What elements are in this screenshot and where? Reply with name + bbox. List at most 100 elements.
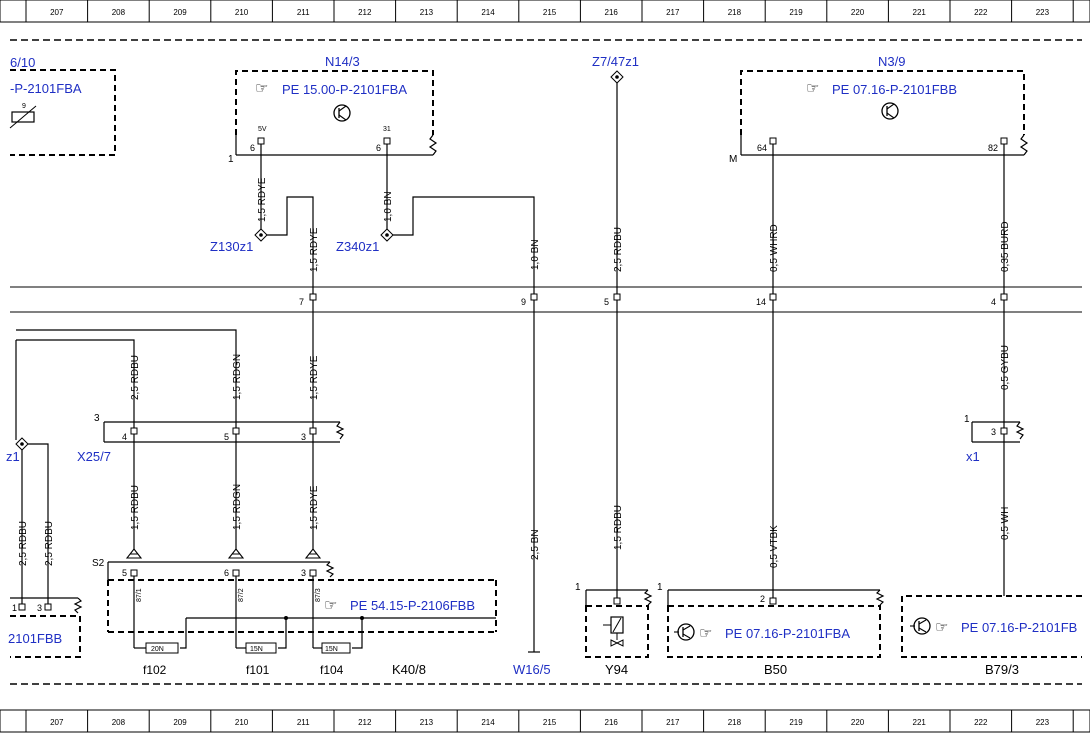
pointing-hand-icon: ☞ <box>806 80 819 97</box>
b50-ref: PE 07.16-P-2101FBA <box>725 626 850 641</box>
n14-3-name: N14/3 <box>325 54 360 69</box>
ruler-label: 207 <box>50 718 64 727</box>
fuse-icon: 15N <box>321 642 351 654</box>
ruler-label: 214 <box>481 718 495 727</box>
svg-text:1: 1 <box>12 603 17 613</box>
left-partial-name: 6/10 <box>10 55 35 70</box>
ruler-label: 217 <box>666 8 680 17</box>
ruler-label: 218 <box>728 8 742 17</box>
component-left-bottom[interactable]: 1 3 2101FBB <box>8 597 83 658</box>
connector-pins: 7 9 5 14 4 <box>299 293 1008 307</box>
svg-text:2,5 RDBU: 2,5 RDBU <box>18 521 29 566</box>
splice-z1-left[interactable]: z1 <box>6 437 29 464</box>
svg-text:1,0 BN: 1,0 BN <box>383 191 394 222</box>
ruler-label: 223 <box>1036 8 1050 17</box>
fuse-icon: 15N <box>245 642 277 654</box>
svg-text:1: 1 <box>657 582 663 593</box>
left-bottom-ref: 2101FBB <box>8 631 62 646</box>
wire-z130-down <box>267 196 314 296</box>
svg-text:1,5 RDBU: 1,5 RDBU <box>613 505 624 550</box>
svg-text:S2: S2 <box>92 558 105 569</box>
svg-text:82: 82 <box>988 143 998 153</box>
connector-x1[interactable]: 1 3 x1 <box>964 414 1025 464</box>
svg-text:5: 5 <box>604 297 609 307</box>
svg-text:15N: 15N <box>325 646 338 653</box>
svg-text:87/3: 87/3 <box>315 588 322 602</box>
ruler-label: 213 <box>420 8 434 17</box>
ruler-label: 212 <box>358 8 372 17</box>
svg-text:6: 6 <box>376 143 381 153</box>
resistor-icon <box>9 105 37 129</box>
svg-text:3: 3 <box>94 413 100 424</box>
svg-text:2,5 BN: 2,5 BN <box>530 529 541 560</box>
wire-bn-top <box>393 196 535 296</box>
pointing-hand-icon: ☞ <box>324 597 337 614</box>
svg-text:87/1: 87/1 <box>136 588 143 602</box>
n3-9-ref: PE 07.16-P-2101FBB <box>832 82 957 97</box>
ruler-label: 216 <box>605 8 619 17</box>
ruler-label: 210 <box>235 718 249 727</box>
splice-z7-47z1[interactable]: Z7/47z1 <box>592 54 639 84</box>
sensor-icon <box>674 623 695 641</box>
ruler-label: 209 <box>173 8 187 17</box>
ruler-label: 220 <box>851 718 865 727</box>
component-left-partial[interactable]: 6/10 -P-2101FBA 9 <box>9 55 116 156</box>
svg-text:0,5 WH: 0,5 WH <box>1000 507 1011 540</box>
ruler-label: 216 <box>605 718 619 727</box>
svg-text:31: 31 <box>383 126 391 133</box>
b79-3-ref: PE 07.16-P-2101FB <box>961 620 1077 635</box>
connector-x25-7[interactable]: 3 4 5 3 X25/7 <box>77 413 345 464</box>
svg-text:4: 4 <box>991 297 996 307</box>
solenoid-valve-icon <box>603 616 624 647</box>
x1-name: x1 <box>966 449 980 464</box>
plug-icon <box>227 548 245 559</box>
ruler-label: 220 <box>851 8 865 17</box>
component-k40-8[interactable]: S2 5 6 3 87/1 87/2 87/3 ☞ PE 54.15-P-210… <box>92 548 497 677</box>
svg-text:3: 3 <box>991 427 996 437</box>
svg-text:f104: f104 <box>320 663 344 677</box>
z1-left-name: z1 <box>6 449 20 464</box>
component-n14-3[interactable]: N14/3 ☞ PE 15.00-P-2101FBA 5V 31 6 6 1 <box>228 54 438 165</box>
ruler-label: 218 <box>728 718 742 727</box>
sensor-icon <box>910 617 931 635</box>
splice-z340z1[interactable]: Z340z1 <box>336 228 394 254</box>
ruler-label: 215 <box>543 718 557 727</box>
plug-icon <box>125 548 143 559</box>
component-n3-9[interactable]: N3/9 ☞ PE 07.16-P-2101FBB 64 82 M <box>729 54 1029 165</box>
ruler-label: 215 <box>543 8 557 17</box>
svg-text:2,5 RDBU: 2,5 RDBU <box>613 227 624 272</box>
ruler-label: 212 <box>358 718 372 727</box>
b50-name: B50 <box>764 662 787 677</box>
svg-text:14: 14 <box>756 297 766 307</box>
svg-text:9: 9 <box>22 103 26 110</box>
ruler-label: 223 <box>1036 718 1050 727</box>
splice-z130z1[interactable]: Z130z1 <box>210 228 268 254</box>
ruler-label: 209 <box>173 718 187 727</box>
svg-text:0,5 WHRD: 0,5 WHRD <box>769 224 780 272</box>
svg-text:f102: f102 <box>143 663 167 677</box>
ruler-label: 208 <box>112 718 126 727</box>
svg-text:6: 6 <box>250 143 255 153</box>
svg-text:2,5 RDBU: 2,5 RDBU <box>130 355 141 400</box>
plug-icon <box>304 548 322 559</box>
component-b50[interactable]: 1 2 ☞ PE 07.16-P-2101FBA B50 <box>657 582 885 677</box>
svg-text:6: 6 <box>224 568 229 578</box>
component-b79-3[interactable]: ☞ PE 07.16-P-2101FB B79/3 <box>901 595 1082 677</box>
component-y94[interactable]: 1 Y94 <box>575 582 653 677</box>
w16-5-name[interactable]: W16/5 <box>513 662 551 677</box>
z340z1-name: Z340z1 <box>336 239 379 254</box>
pointing-hand-icon: ☞ <box>935 619 948 636</box>
svg-text:1,5 RDYE: 1,5 RDYE <box>309 227 320 272</box>
y94-name: Y94 <box>605 662 628 677</box>
svg-text:1: 1 <box>964 414 970 425</box>
svg-text:5: 5 <box>122 568 127 578</box>
svg-text:1,5 RDGN: 1,5 RDGN <box>232 484 243 530</box>
ruler-label: 221 <box>913 8 927 17</box>
n14-3-ref: PE 15.00-P-2101FBA <box>282 82 407 97</box>
svg-text:0,35 BURD: 0,35 BURD <box>1000 221 1011 272</box>
x25-7-name: X25/7 <box>77 449 111 464</box>
svg-text:0,5 VTBK: 0,5 VTBK <box>769 525 780 568</box>
